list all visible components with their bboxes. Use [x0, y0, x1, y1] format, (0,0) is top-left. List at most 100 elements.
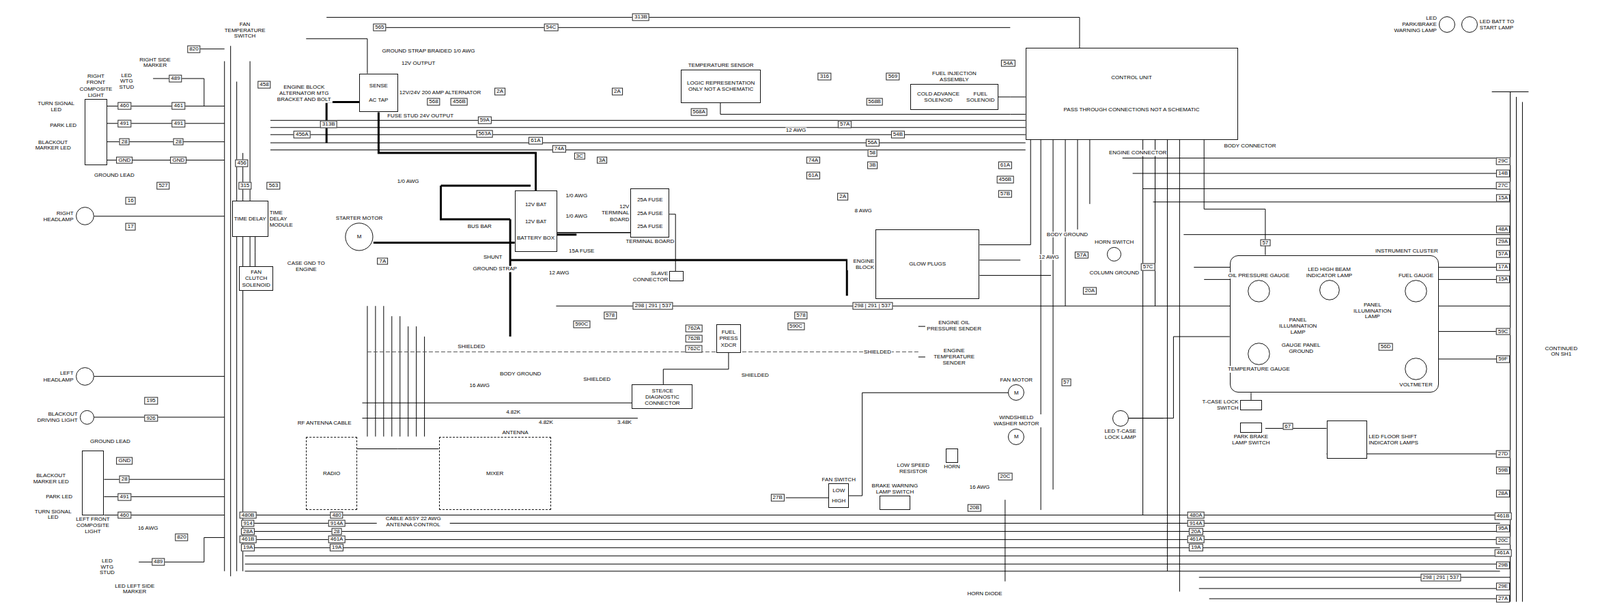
shielded-cable [367, 351, 919, 353]
wire-number: 19A [241, 544, 255, 552]
node-body: 12V BAT12V BATBATTERY BOX [515, 191, 557, 252]
component-heading: FUEL GAUGE [1398, 272, 1434, 279]
wire-number: 19A [1188, 544, 1203, 552]
node-body: LOGIC REPRESENTATION ONLY NOT A SCHEMATI… [681, 70, 761, 103]
callout-text: BLACKOUT MARKER LED [30, 139, 77, 153]
wire-number: 56A [865, 139, 879, 147]
wire-number: 3C [574, 152, 586, 160]
wire-number: 914A [328, 519, 346, 528]
component-heading: TEMPERATURE GAUGE [1227, 366, 1290, 373]
component-heading: TEMPERATURE SENSOR [688, 62, 754, 69]
wire-number: 313B [320, 120, 338, 129]
component-heading: RIGHT FRONT COMPOSITE LIGHT [77, 73, 115, 99]
wire-number: 298 | 291 | 537 [1420, 573, 1461, 582]
component-label: COLD ADVANCE SOLENOID [912, 90, 965, 104]
battery-cable [326, 101, 847, 337]
wire-number: 456A [293, 131, 311, 139]
component-heading: INSTRUMENT CLUSTER [1375, 247, 1439, 255]
wire-number: 578 [603, 311, 617, 319]
wire-number: 456B [997, 176, 1015, 184]
callout-text: GROUND STRAP BRAIDED 1/0 AWG [381, 47, 476, 54]
node-body [82, 451, 104, 515]
circle-outline [75, 206, 95, 226]
node-body [1404, 357, 1428, 381]
circle-symbol: VOLTMETER [1404, 357, 1428, 381]
wire-number: 15A [1496, 275, 1510, 284]
wire-number: 54C [544, 23, 559, 32]
callout-text: SHIELDED [456, 344, 486, 351]
wire-number: 491 [118, 119, 132, 128]
wire-number: 298 | 291 | 537 [852, 302, 893, 311]
node-body [669, 271, 683, 281]
component-box: LEFT FRONT COMPOSITE LIGHT [81, 450, 105, 515]
wire-number: 316 [818, 73, 832, 81]
node-body: MIXER [439, 437, 551, 511]
component-label: 25A FUSE [637, 196, 663, 203]
callout-text: PANEL ILLUMINATION LAMP [1271, 317, 1325, 336]
circle-outline [1248, 342, 1271, 365]
component-heading: VOLTMETER [1399, 381, 1433, 388]
wire-number: 56D [1378, 343, 1394, 352]
wire-number: 28 [119, 137, 130, 146]
component-heading: OIL PRESSURE GAUGE [1227, 272, 1290, 279]
component-heading: SLAVE CONNECTOR [630, 270, 668, 283]
component-label: CONTROL UNIT [1111, 74, 1153, 81]
component-heading: STARTER MOTOR [335, 215, 383, 222]
wire-number: 3B [867, 161, 879, 170]
wire-number: 568 [426, 98, 440, 106]
circle-outline [1319, 280, 1340, 301]
component-box: T-CASE LOCK SWITCH [1240, 400, 1263, 411]
component-heading: 12V/24V 200 AMP ALTERNATOR [399, 89, 481, 96]
wire-number: 19A [329, 544, 344, 552]
circle-outline [1247, 279, 1271, 303]
component-label: HIGH [831, 497, 846, 504]
wire-number: GND [116, 457, 133, 466]
wire-number: 565 [372, 23, 386, 32]
callout-text: TURN SIGNAL LED [32, 509, 75, 522]
component-heading: ENGINE BLOCK [847, 258, 875, 271]
wire [93, 17, 1529, 602]
circle-symbol: LED PARK/BRAKE WARNING LAMP [1438, 16, 1456, 33]
component-label: TIME DELAY [234, 215, 267, 222]
wire-number: 563A [475, 129, 494, 138]
wire-number: 27C [1496, 182, 1511, 190]
callout-text: SHIELDED [740, 372, 770, 379]
callout-text: GROUND STRAP [471, 266, 517, 273]
wire-number: 914A [1187, 519, 1205, 528]
callout-text: COLUMN GROUND [1088, 270, 1140, 277]
component-heading: LEFT FRONT COMPOSITE LIGHT [72, 516, 114, 536]
node-body: GLOW PLUGS [876, 230, 979, 299]
node-body: TIME DELAY [232, 201, 268, 236]
component-heading: LED HIGH BEAM INDICATOR LAMP [1303, 266, 1355, 279]
callout-text: ANTENNA [501, 429, 529, 436]
node-body [880, 496, 910, 510]
callout-text: SHUNT [482, 254, 504, 261]
component-box: SENSEAC TAP12V/24V 200 AMP ALTERNATOR [359, 73, 399, 113]
wire-number: 20C [998, 472, 1013, 481]
wire-number: 74A [806, 156, 821, 164]
component-box: 12V BAT12V BATBATTERY BOX [514, 190, 558, 252]
wire-number: 461B [239, 536, 257, 544]
wire-number: 456B [450, 98, 468, 106]
component-heading: FAN MOTOR [1000, 376, 1033, 384]
component-box: BRAKE WARNING LAMP SWITCH [879, 495, 911, 511]
component-heading: RIGHT HEADLAMP [38, 210, 74, 223]
circle-outline [1438, 16, 1456, 33]
wire-number: 491 [172, 119, 186, 128]
wire-number: 313B [632, 13, 650, 22]
wire-number: 914 [241, 519, 255, 528]
component-box: HORN [945, 448, 959, 463]
wire-number: 29B [1496, 561, 1510, 569]
component-box: CONTROL UNITPASS THROUGH CONNECTIONS NOT… [1025, 47, 1239, 140]
component-box: FAN CLUTCH SOLENOID [239, 266, 273, 291]
component-label: GLOW PLUGS [908, 260, 946, 268]
callout-text: 16 AWG [469, 382, 491, 389]
callout-text: 16 AWG [137, 525, 160, 532]
component-heading: BRAKE WARNING LAMP SWITCH [864, 482, 926, 496]
wire-number: 57A [1496, 250, 1510, 259]
component-box: GLOW PLUGSENGINE BLOCK [875, 229, 980, 300]
circle-symbol: LED T-CASE LOCK LAMP [1112, 410, 1129, 427]
callout-text: SHIELDED [582, 376, 612, 383]
wire-number: 28A [241, 527, 255, 536]
circle-outline [1405, 358, 1428, 381]
